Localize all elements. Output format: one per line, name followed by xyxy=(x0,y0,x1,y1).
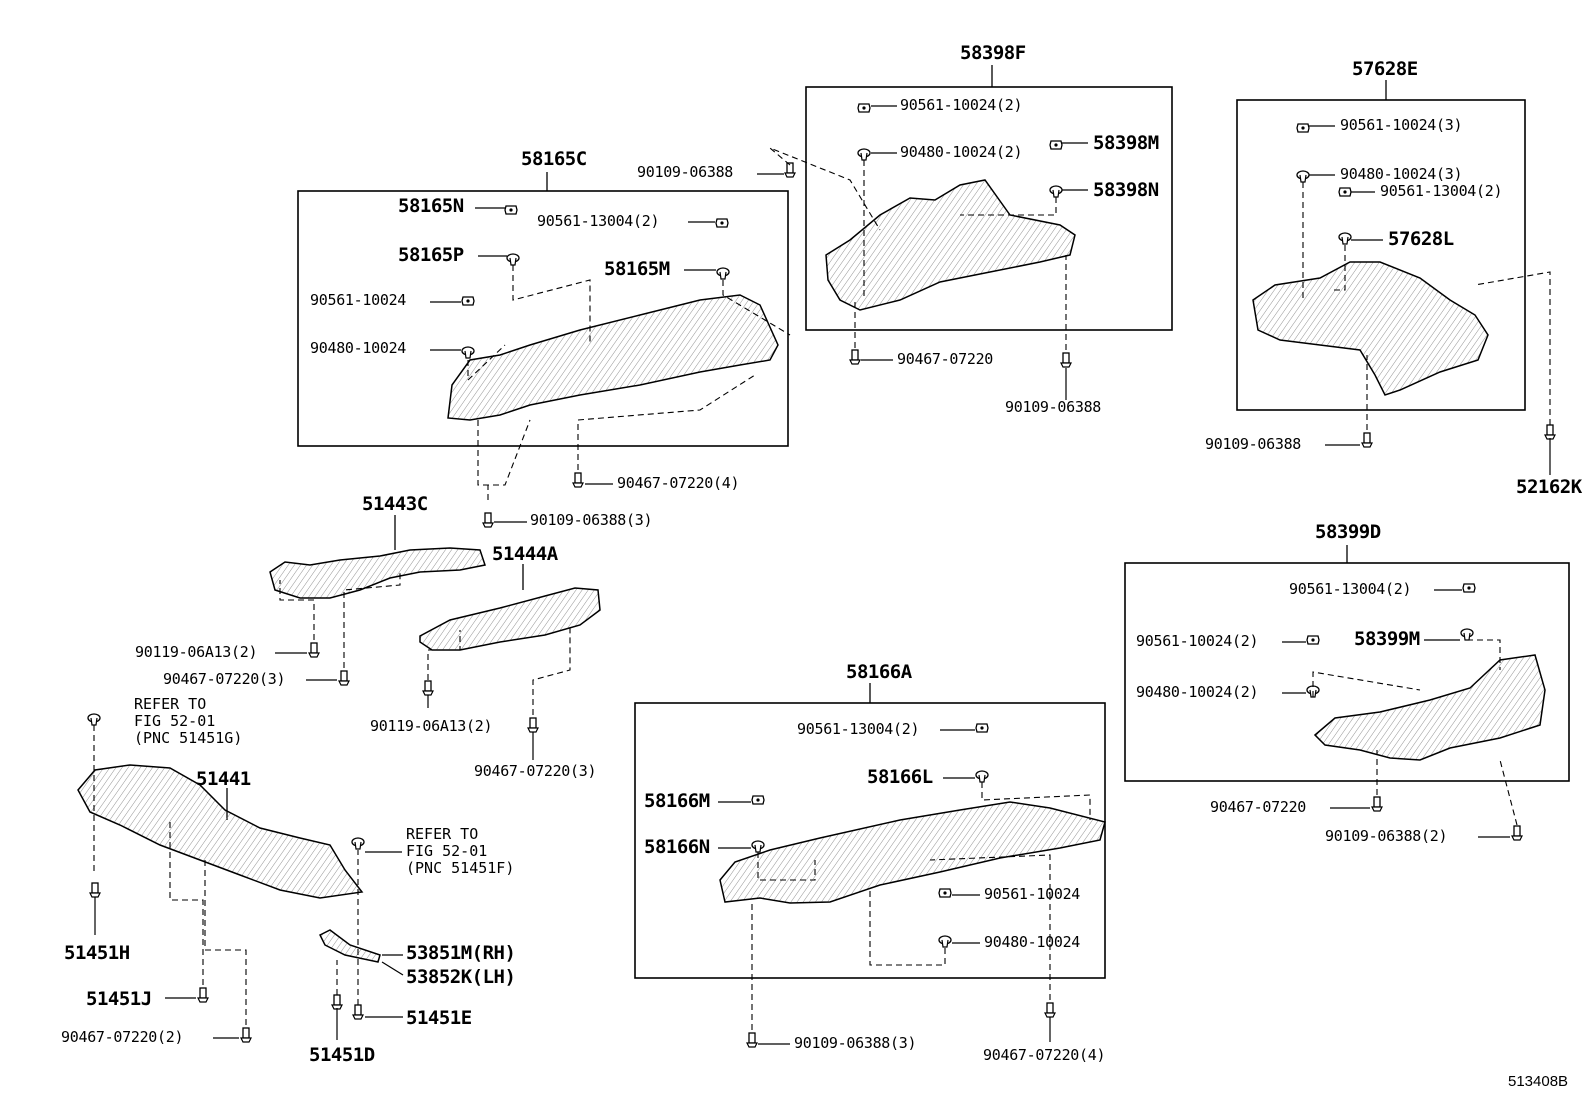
group-label-58398F: 58398F xyxy=(960,42,1026,64)
part-label: 51451D xyxy=(309,1044,375,1066)
part-label: 90119-06A13(2) xyxy=(370,717,493,735)
part-label: 90561-13004(2) xyxy=(1289,580,1412,598)
group-label-58399D: 58399D xyxy=(1315,521,1381,543)
group-label-58165C: 58165C xyxy=(521,148,587,170)
part-label: 90109-06388(3) xyxy=(794,1034,917,1052)
part-53851M-bracket xyxy=(318,929,381,963)
group-label-51441: 51441 xyxy=(196,768,251,790)
part-label: 90467-07220(4) xyxy=(983,1046,1106,1064)
part-label: 90561-10024(3) xyxy=(1340,116,1463,134)
part-label: 90480-10024(2) xyxy=(1136,683,1259,701)
group-label-51443C: 51443C xyxy=(362,493,428,515)
part-label: 52162K xyxy=(1516,476,1582,498)
part-label: 58165P xyxy=(398,244,464,266)
part-label: 58165N xyxy=(398,195,464,217)
part-label: 51451J xyxy=(86,988,152,1010)
part-label: 51451E xyxy=(406,1007,472,1029)
part-label: 90109-06388 xyxy=(637,163,734,181)
part-label: 90109-06388(2) xyxy=(1325,827,1448,845)
part-label: 90480-10024 xyxy=(310,339,407,357)
reference-note-51451F: REFER TO FIG 52-01 (PNC 51451F) xyxy=(406,825,515,877)
part-label: 58399M xyxy=(1354,628,1420,650)
part-label: 90109-06388 xyxy=(1205,435,1302,453)
part-58165C-cover xyxy=(447,294,779,421)
part-label: 90467-07220(3) xyxy=(474,762,597,780)
part-label: 58166N xyxy=(644,836,710,858)
part-label: 90561-13004(2) xyxy=(797,720,920,738)
part-label: 53852K(LH) xyxy=(406,966,516,988)
part-label: 90467-07220(2) xyxy=(61,1028,184,1046)
part-57628E-cover xyxy=(1252,261,1489,396)
part-label: 51451H xyxy=(64,942,130,964)
part-label: 90467-07220 xyxy=(897,350,994,368)
part-label: 90467-07220(4) xyxy=(617,474,740,492)
part-label: 90467-07220(3) xyxy=(163,670,286,688)
part-label: 90561-10024 xyxy=(310,291,407,309)
group-label-51444A: 51444A xyxy=(492,543,558,565)
part-label: 90109-06388(3) xyxy=(530,511,653,529)
part-51443C-cover xyxy=(269,547,486,599)
part-58399D-cover xyxy=(1313,654,1546,761)
part-label: 53851M(RH) xyxy=(406,942,516,964)
box-57628E xyxy=(1236,99,1526,411)
part-label: 90561-10024(2) xyxy=(1136,632,1259,650)
part-label: 90561-10024(2) xyxy=(900,96,1023,114)
part-label: 58398N xyxy=(1093,179,1159,201)
part-51441-cover xyxy=(77,764,364,899)
part-58398F-cover xyxy=(825,179,1076,311)
part-label: 58166M xyxy=(644,790,710,812)
part-58166A-cover xyxy=(719,801,1106,904)
group-label-58166A: 58166A xyxy=(846,661,912,683)
part-label: 90480-10024 xyxy=(984,933,1081,951)
box-58165C xyxy=(297,190,789,447)
part-51444A-cover xyxy=(419,587,601,651)
part-label: 90467-07220 xyxy=(1210,798,1307,816)
part-label: 58166L xyxy=(867,766,933,788)
part-label: 58398M xyxy=(1093,132,1159,154)
group-label-57628E: 57628E xyxy=(1352,58,1418,80)
part-label: 57628L xyxy=(1388,228,1454,250)
part-label: 90480-10024(2) xyxy=(900,143,1023,161)
figure-id: 513408B xyxy=(1508,1073,1569,1090)
part-label: 90480-10024(3) xyxy=(1340,165,1463,183)
part-label: 90561-13004(2) xyxy=(537,212,660,230)
reference-note-51451G: REFER TO FIG 52-01 (PNC 51451G) xyxy=(134,695,243,747)
box-58398F xyxy=(805,86,1173,331)
part-label: 90561-10024 xyxy=(984,885,1081,903)
part-label: 90109-06388 xyxy=(1005,398,1102,416)
part-label: 90561-13004(2) xyxy=(1380,182,1503,200)
part-label: 90119-06A13(2) xyxy=(135,643,258,661)
part-label: 58165M xyxy=(604,258,670,280)
